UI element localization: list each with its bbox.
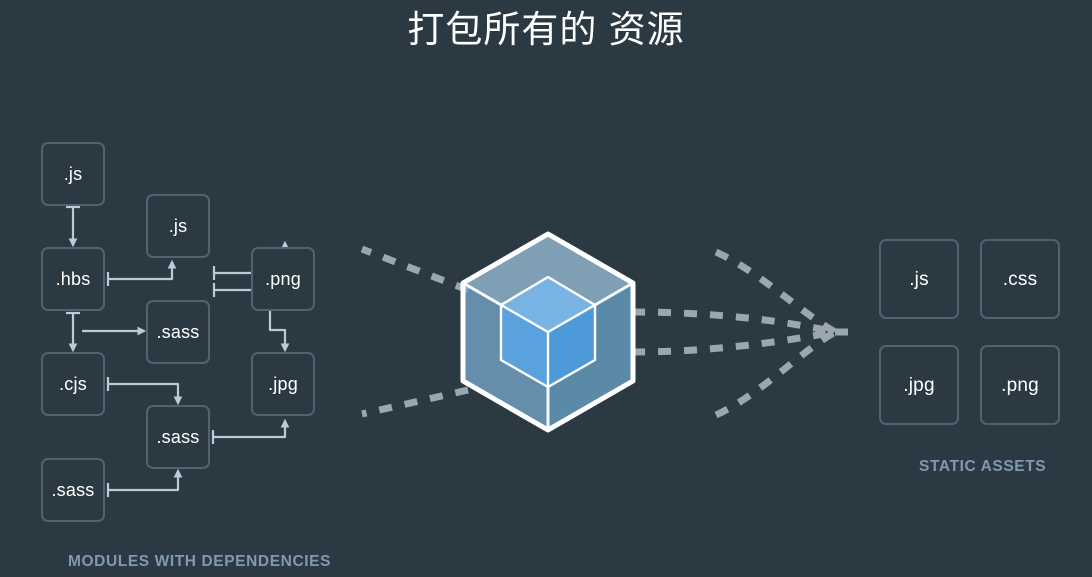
asset-box-2: .jpg: [879, 345, 959, 425]
module-box-label: .png: [265, 269, 301, 289]
module-box-label: .js: [63, 164, 83, 184]
module-box-label: .sass: [51, 480, 95, 500]
module-box-label: .hbs: [55, 269, 91, 289]
module-box-1: .js: [146, 194, 210, 258]
asset-box-label: .png: [1001, 374, 1039, 396]
module-box-label: .sass: [156, 427, 200, 447]
wire-hbs-to-js: [107, 259, 177, 281]
module-box-label: .cjs: [59, 374, 87, 394]
module-box-label: .sass: [156, 322, 200, 342]
modules-caption: MODULES WITH DEPENDENCIES: [68, 553, 332, 570]
dash-in-top: [360, 245, 470, 294]
module-box-4: .sass: [146, 300, 210, 364]
assets-caption: STATIC ASSETS: [919, 458, 1047, 475]
asset-box-0: .js: [879, 239, 959, 319]
module-box-5: .cjs: [41, 352, 105, 416]
dash-out-4: [714, 328, 837, 419]
module-box-0: .js: [41, 142, 105, 206]
module-box-label: .jpg: [268, 374, 298, 394]
module-box-label: .js: [168, 216, 188, 236]
asset-box-1: .css: [980, 239, 1060, 319]
wire-sassbl-to-sass: [107, 468, 183, 492]
asset-box-label: .css: [1002, 268, 1038, 290]
asset-box-label: .jpg: [903, 374, 935, 396]
dash-out-2: [631, 328, 836, 356]
asset-box-label: .js: [909, 268, 929, 290]
module-box-3: .png: [251, 247, 315, 311]
wire-sass-to-jpg: [212, 418, 290, 439]
page-title: 打包所有的 资源: [407, 9, 685, 50]
wire-cjs-to-sass: [107, 382, 183, 406]
asset-box-3: .png: [980, 345, 1060, 425]
module-box-2: .hbs: [41, 247, 105, 311]
dash-in-bottom: [361, 386, 469, 418]
dash-out-1: [631, 308, 836, 336]
module-box-8: .sass: [41, 458, 105, 522]
module-box-6: .jpg: [251, 352, 315, 416]
module-box-7: .sass: [146, 405, 210, 469]
